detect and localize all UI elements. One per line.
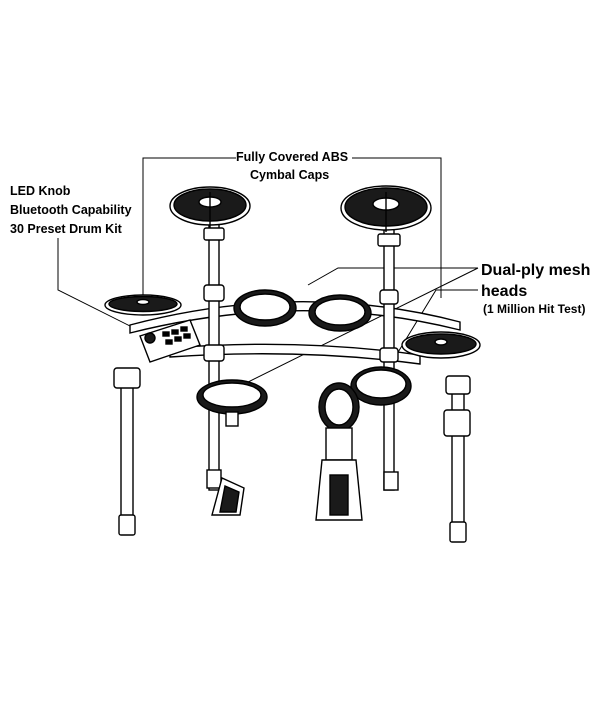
module-label-line1: LED Knob: [10, 184, 71, 198]
mesh-heads-label-line2: heads: [481, 283, 528, 300]
kick-tower: [315, 382, 363, 521]
lower-rail: [169, 343, 421, 365]
mesh-heads-label-line1: Dual-ply mesh: [481, 262, 591, 279]
mesh-heads-label-line3: (1 Million Hit Test): [483, 302, 586, 316]
side-cymbal: [401, 331, 481, 359]
leader-module: [57, 238, 139, 331]
leader-right-cymbal: [352, 157, 442, 298]
floor-tom-pad: [350, 366, 412, 406]
side-legs: [113, 367, 471, 543]
module-label-line3: 30 Preset Drum Kit: [10, 222, 122, 236]
module-features-label: LED Knob Bluetooth Capability 30 Preset …: [10, 182, 132, 239]
right-cymbal: [340, 185, 432, 232]
left-cymbal: [169, 186, 251, 228]
cymbal-caps-label-line1: Fully Covered ABS: [236, 150, 349, 164]
left-leg: [120, 369, 134, 521]
drum-module: [139, 319, 201, 363]
right-leg: [451, 377, 465, 529]
leader-left-cymbal: [142, 157, 236, 298]
tom-pad-left: [233, 289, 297, 327]
snare-pad: [196, 379, 268, 427]
module-label-line2: Bluetooth Capability: [10, 203, 132, 217]
cymbal-caps-label-line2: Cymbal Caps: [250, 168, 330, 182]
hihat-pedal: [211, 477, 245, 516]
tom-pad-right: [308, 294, 372, 332]
hihat-cymbal: [104, 294, 182, 316]
leader-mesh-top: [307, 267, 478, 286]
